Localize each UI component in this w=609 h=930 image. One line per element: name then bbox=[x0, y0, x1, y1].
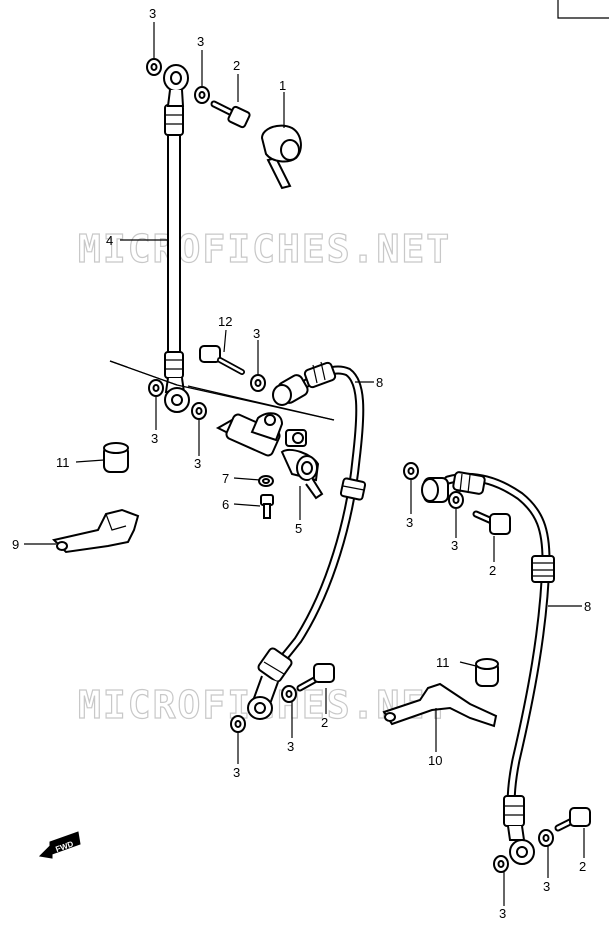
banjo-bolt bbox=[472, 510, 511, 535]
callout-3: 3 bbox=[287, 739, 294, 754]
callout-8: 8 bbox=[376, 375, 383, 390]
washer bbox=[493, 855, 509, 873]
callout-11: 11 bbox=[436, 655, 450, 670]
washer bbox=[250, 374, 266, 392]
callout-5: 5 bbox=[295, 521, 302, 536]
callout-2: 2 bbox=[489, 563, 496, 578]
fwd-arrow-icon: FWD bbox=[38, 831, 81, 859]
callout-2: 2 bbox=[579, 859, 586, 874]
grommet bbox=[103, 442, 129, 473]
callouts: 3 3 2 1 4 12 3 8 3 3 11 7 6 5 3 3 2 9 8 … bbox=[12, 6, 591, 921]
grommet bbox=[475, 658, 499, 687]
callout-3: 3 bbox=[197, 34, 204, 49]
banjo-bolt bbox=[554, 807, 591, 832]
three-way-joint bbox=[215, 412, 324, 500]
callout-3: 3 bbox=[253, 326, 260, 341]
callout-7: 7 bbox=[222, 471, 229, 486]
hose-upper bbox=[164, 104, 184, 379]
callout-9: 9 bbox=[12, 537, 19, 552]
callout-2: 2 bbox=[233, 58, 240, 73]
banjo-bolt bbox=[210, 100, 251, 129]
callout-6: 6 bbox=[222, 497, 229, 512]
banjo-top bbox=[163, 64, 189, 107]
callout-3: 3 bbox=[451, 538, 458, 553]
callout-3: 3 bbox=[151, 431, 158, 446]
leader-line bbox=[187, 385, 335, 421]
callout-2: 2 bbox=[321, 715, 328, 730]
callout-8: 8 bbox=[584, 599, 591, 614]
callout-4: 4 bbox=[106, 233, 113, 248]
washer bbox=[194, 86, 210, 104]
banjo-bolt bbox=[296, 663, 335, 692]
clamp bbox=[382, 682, 498, 728]
washer bbox=[403, 462, 419, 480]
callout-10: 10 bbox=[428, 753, 442, 768]
callout-3: 3 bbox=[194, 456, 201, 471]
callout-12: 12 bbox=[218, 314, 232, 329]
banjo-upper-lower bbox=[164, 377, 190, 413]
hose-left-fittings bbox=[247, 361, 367, 720]
callout-3: 3 bbox=[406, 515, 413, 530]
rubber-cap bbox=[260, 124, 302, 190]
frame-corner bbox=[557, 0, 609, 19]
callout-3: 3 bbox=[499, 906, 506, 921]
callout-3: 3 bbox=[233, 765, 240, 780]
lock-washer bbox=[258, 475, 274, 487]
clamp bbox=[52, 508, 140, 554]
callout-3: 3 bbox=[149, 6, 156, 21]
washer bbox=[148, 379, 164, 397]
washer bbox=[281, 685, 297, 703]
callout-1: 1 bbox=[279, 78, 286, 93]
callout-11: 11 bbox=[56, 455, 70, 470]
washer bbox=[538, 829, 554, 847]
leader-lines bbox=[24, 22, 585, 906]
screw bbox=[260, 494, 274, 519]
washer bbox=[146, 58, 162, 76]
hose-right-fittings bbox=[421, 471, 555, 865]
bleeder-screw bbox=[199, 345, 245, 375]
watermark-top: MICROFICHES.NET bbox=[78, 227, 451, 271]
washer bbox=[230, 715, 246, 733]
callout-3: 3 bbox=[543, 879, 550, 894]
washer bbox=[191, 402, 207, 420]
washer bbox=[448, 491, 464, 509]
